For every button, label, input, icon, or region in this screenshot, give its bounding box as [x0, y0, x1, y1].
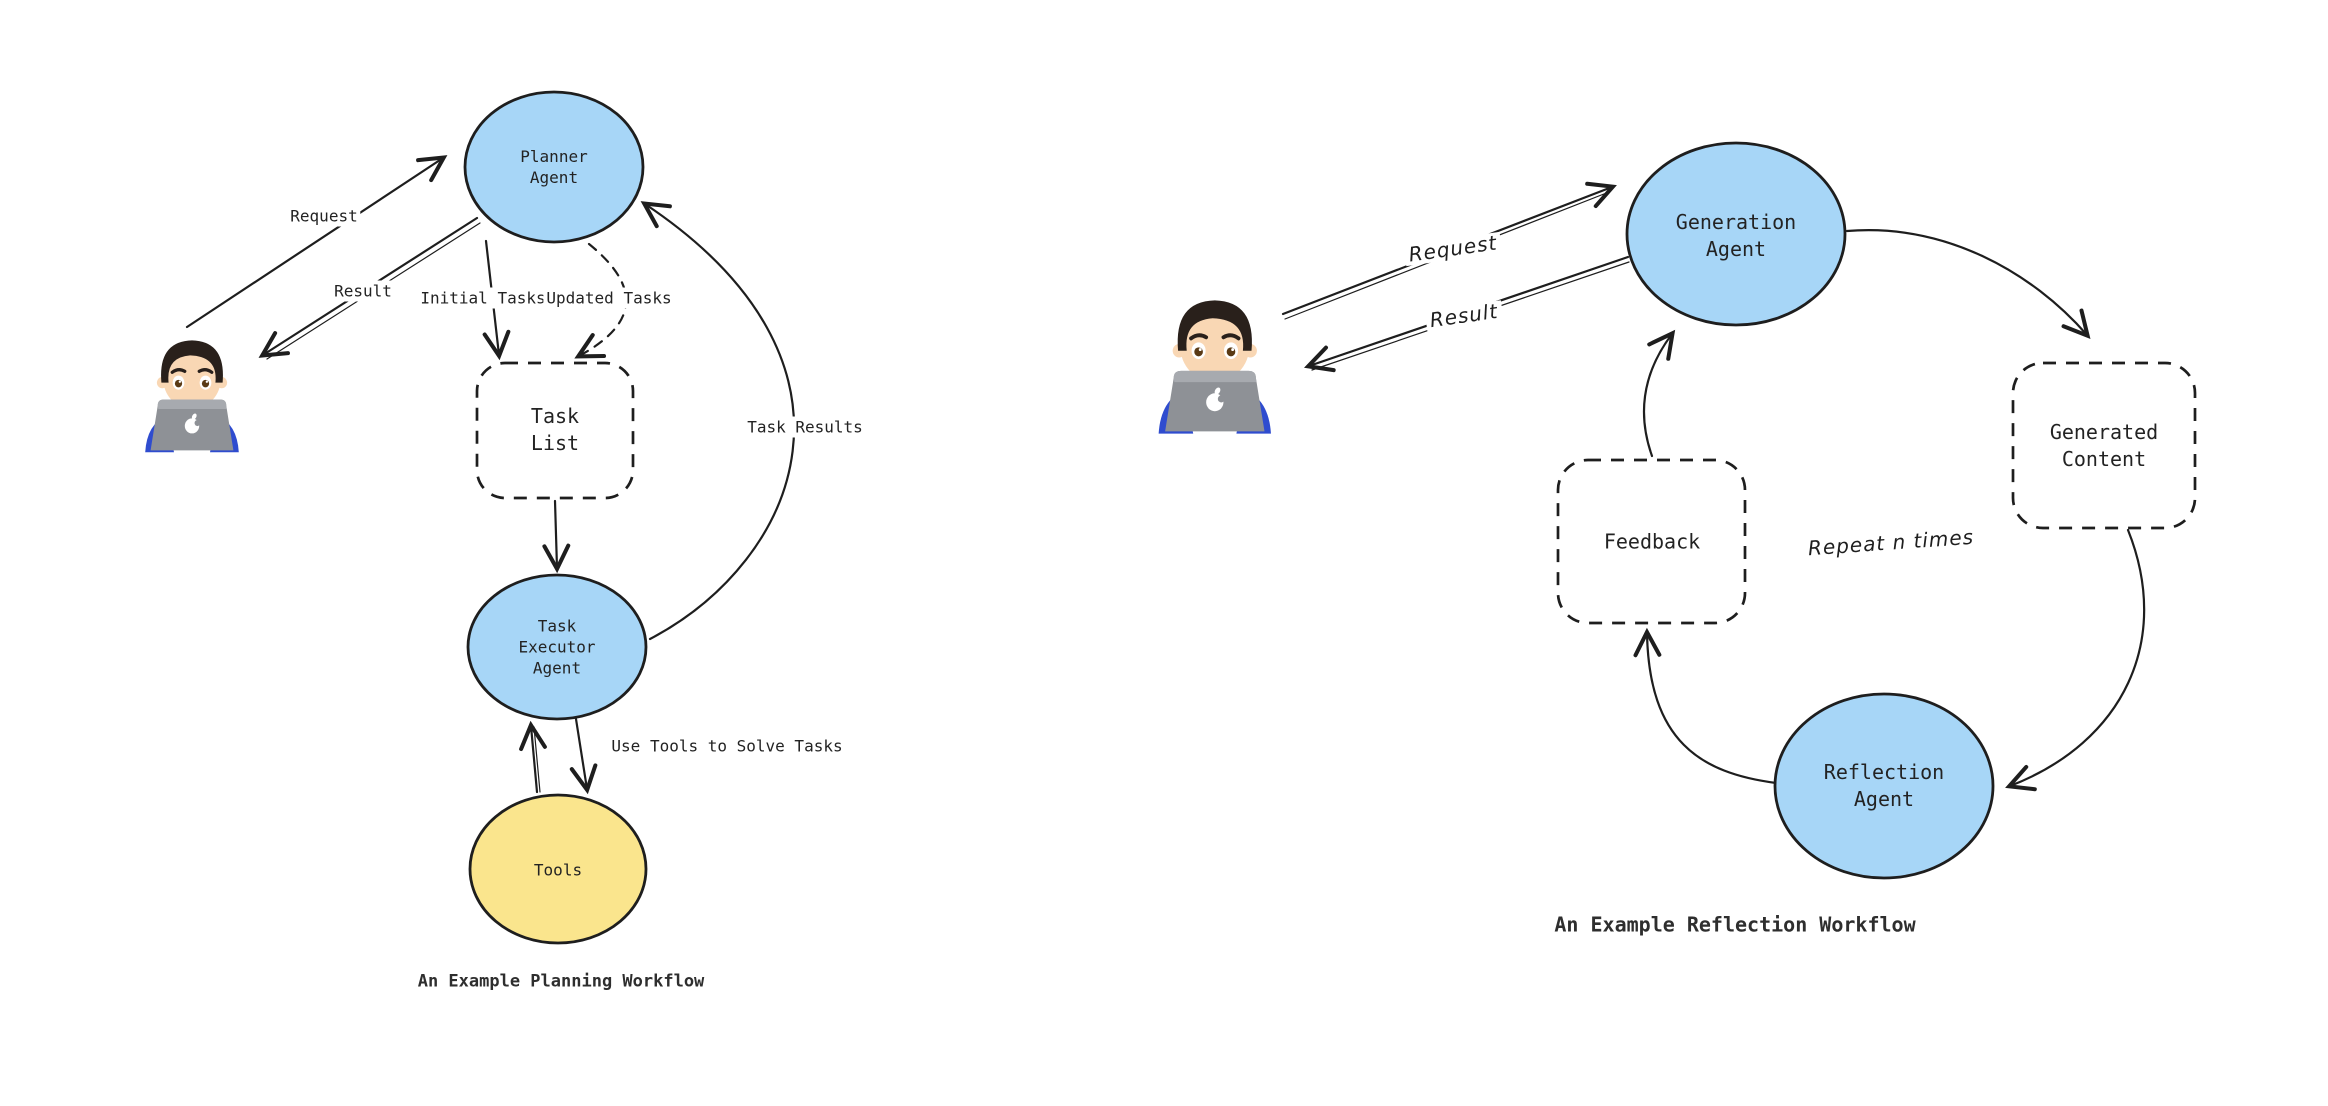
generation-agent-node — [1625, 141, 1847, 327]
arrow-tools-to-executor — [519, 720, 547, 794]
tools-label: Tools — [533, 860, 583, 880]
arrow-executor-to-tools — [569, 717, 598, 795]
generated-content-label: Generated Content — [2049, 420, 2159, 471]
planning-workflow-caption: An Example Planning Workflow — [417, 971, 705, 992]
arrow-content-to-reflection — [2005, 528, 2146, 792]
reflection-workflow-diagram — [1158, 141, 2197, 880]
user-technologist-icon-right — [1158, 300, 1271, 434]
arrow-task-results — [640, 201, 796, 641]
task-list-label: Task List — [530, 404, 580, 455]
arrow-request-left — [185, 155, 448, 329]
tools-node — [468, 793, 648, 945]
arrow-generation-to-content — [1845, 229, 2091, 339]
generated-content-node — [2011, 361, 2197, 530]
initial-tasks-edge-label: Initial Tasks — [417, 287, 549, 309]
task-results-edge-label: Task Results — [744, 416, 866, 438]
arrow-tasklist-to-executor — [542, 499, 571, 574]
planner-agent-node — [463, 90, 645, 244]
reflection-workflow-caption: An Example Reflection Workflow — [1554, 912, 1916, 937]
task-executor-agent-node — [466, 573, 648, 721]
generation-agent-label: Generation Agent — [1675, 210, 1797, 261]
arrow-reflection-to-feedback — [1633, 627, 1778, 785]
arrow-feedback-to-generation — [1642, 329, 1676, 458]
use-tools-edge-label: Use Tools to Solve Tasks — [608, 735, 846, 757]
task-executor-agent-label: Task Executor Agent — [518, 616, 596, 678]
task-list-node — [475, 361, 635, 500]
feedback-label: Feedback — [1603, 529, 1701, 554]
arrow-tools-to-executor-sketch — [533, 726, 541, 793]
planning-workflow-diagram — [145, 90, 796, 945]
planner-agent-label: Planner Agent — [520, 147, 588, 187]
result-edge-label-left: Result — [331, 280, 395, 302]
user-technologist-icon-left — [145, 340, 239, 453]
reflection-agent-label: Reflection Agent — [1823, 760, 1945, 811]
reflection-agent-node — [1773, 692, 1995, 880]
feedback-node — [1556, 458, 1747, 625]
updated-tasks-edge-label: Updated Tasks — [543, 287, 675, 309]
request-edge-label-left: Request — [287, 205, 361, 227]
